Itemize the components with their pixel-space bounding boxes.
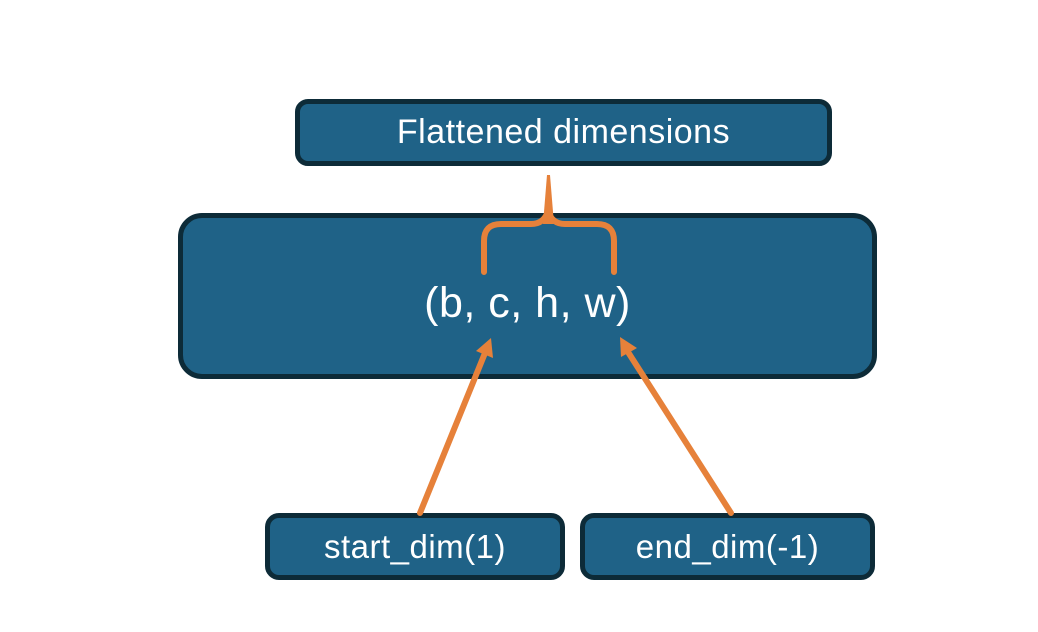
end-dim-label: end_dim(-1) — [635, 527, 820, 565]
flattened-dimensions-box: Flattened dimensions — [295, 99, 832, 166]
tensor-shape-label: (b, c, h, w) — [424, 278, 631, 327]
end-dim-box: end_dim(-1) — [580, 513, 875, 580]
tensor-shape-box: (b, c, h, w) — [178, 213, 877, 379]
start-dim-box: start_dim(1) — [265, 513, 565, 580]
flattened-dimensions-label: Flattened dimensions — [396, 113, 731, 151]
start-dim-label: start_dim(1) — [323, 527, 507, 565]
